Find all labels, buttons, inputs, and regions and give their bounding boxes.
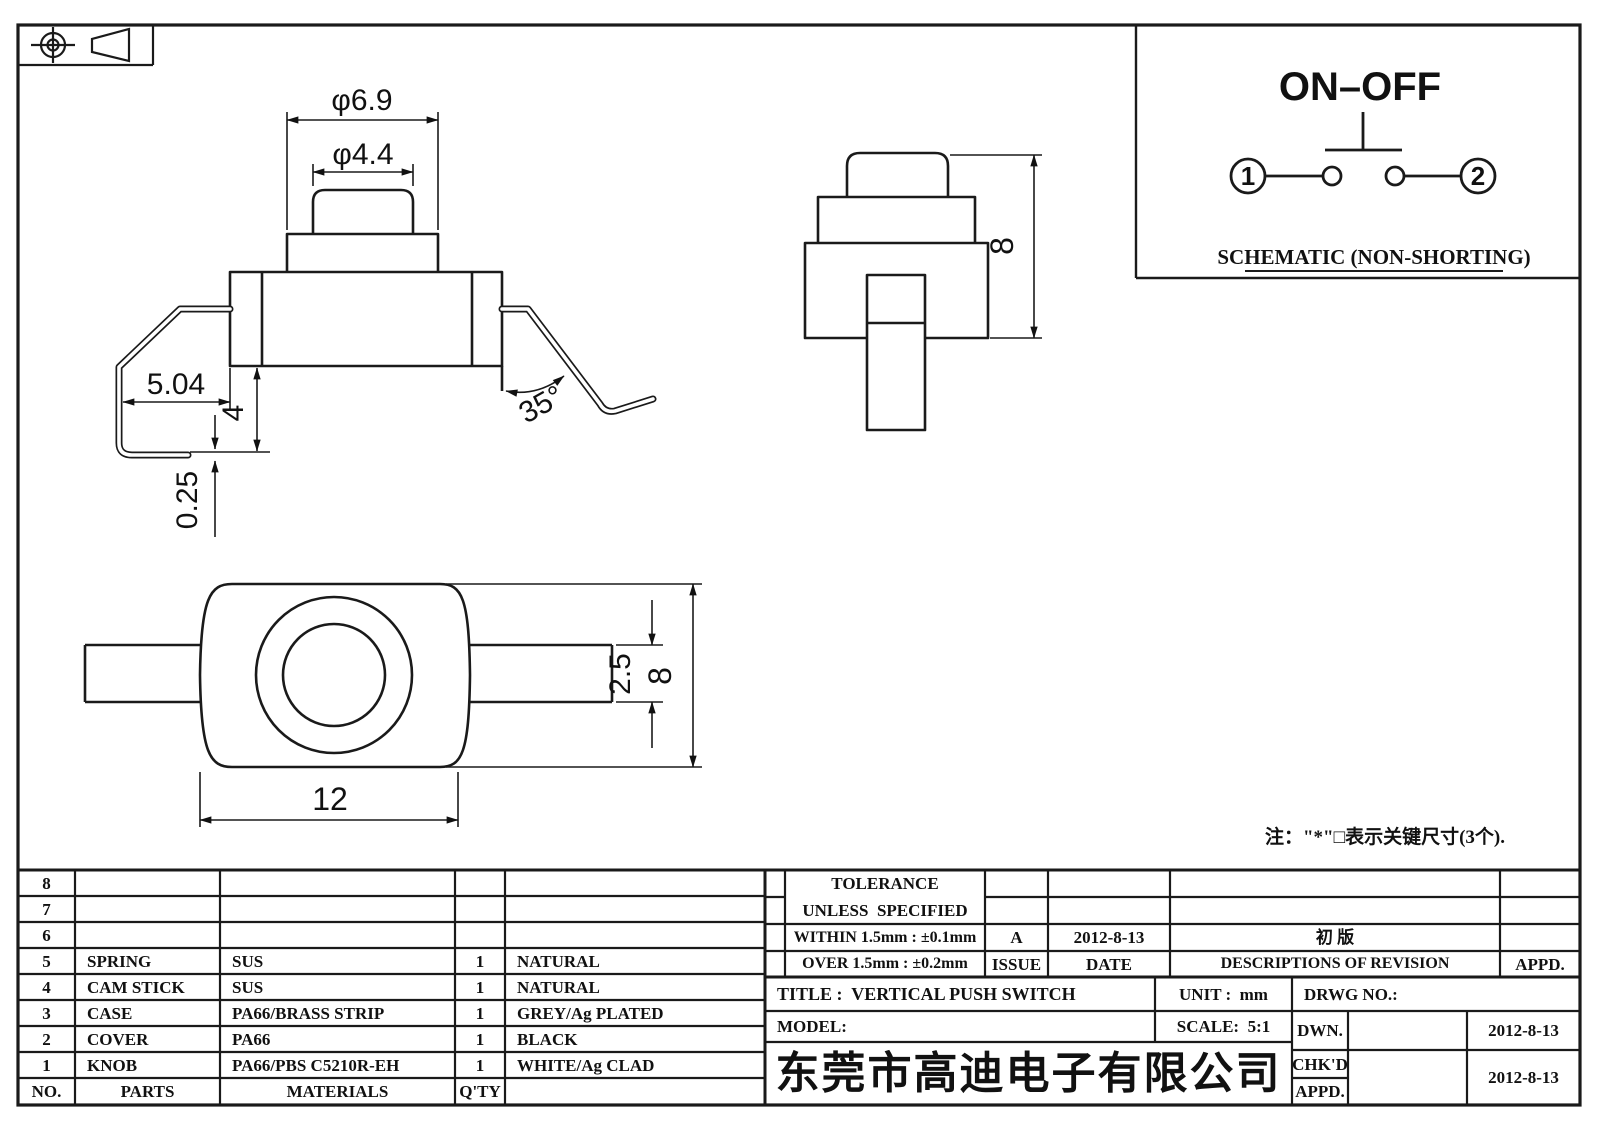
part-name: CASE — [87, 1003, 133, 1023]
dim-leg-width: 2.5 — [604, 653, 637, 695]
part-no: 2 — [42, 1029, 51, 1049]
part-finish: WHITE/Ag CLAD — [517, 1055, 655, 1075]
dim-dia-knob: φ4.4 — [332, 138, 393, 171]
table-grid — [18, 868, 1580, 1105]
front-view: φ6.9 φ4.4 5.04 4 0.25 35° — [115, 84, 657, 537]
dim-side-height: 8 — [984, 237, 1020, 255]
dim-dia-outer: φ6.9 — [331, 84, 392, 117]
model-field: MODEL: — [777, 1017, 847, 1036]
part-finish: NATURAL — [517, 977, 600, 997]
revision-appd-label: APPD. — [1515, 954, 1565, 974]
part-qty: 1 — [475, 977, 485, 997]
revision-issue-label: ISSUE — [991, 954, 1042, 974]
company-name: 东莞市高迪电子有限公司 — [775, 1048, 1282, 1098]
schematic-caption: SCHEMATIC (NON-SHORTING) — [1217, 245, 1530, 269]
part-no: 1 — [42, 1055, 51, 1075]
part-no: 6 — [42, 925, 51, 945]
dim-bottom-height: 8 — [642, 667, 678, 685]
revision-date-label: DATE — [1086, 954, 1132, 974]
revision-desc-label: DESCRIPTIONS OF REVISION — [1220, 955, 1450, 972]
revision-issue-value: A — [1010, 928, 1023, 947]
tolerance-over: OVER 1.5mm : ±0.2mm — [802, 955, 968, 972]
part-no: 3 — [42, 1003, 51, 1023]
drwg-no-field: DRWG NO.: — [1304, 984, 1398, 1004]
part-no: 8 — [42, 873, 51, 893]
part-name: COVER — [87, 1029, 149, 1049]
tolerance-within: WITHIN 1.5mm : ±0.1mm — [793, 928, 977, 946]
tolerance-title: TOLERANCE — [831, 874, 939, 893]
dim-pitch: 5.04 — [147, 368, 205, 401]
terminal-2-label: 2 — [1471, 161, 1485, 191]
sheet-border — [16, 23, 1582, 1107]
chkd-label: CHK'D — [1292, 1054, 1348, 1074]
scale-field: SCALE: 5:1 — [1176, 1017, 1271, 1036]
part-name: KNOB — [87, 1055, 138, 1075]
key-dimension-note: 注："*"□表示关键尺寸(3个). — [1265, 826, 1505, 848]
part-finish: BLACK — [517, 1029, 578, 1049]
chkd-date: 2012-8-13 — [1488, 1068, 1559, 1087]
unit-field: UNIT : mm — [1179, 984, 1268, 1004]
part-qty: 1 — [475, 1003, 485, 1023]
bottom-dimensions — [199, 583, 702, 827]
schematic-title: ON–OFF — [1279, 65, 1441, 109]
bottom-view: 12 2.5 8 — [83, 582, 702, 827]
revision-description-value: 初 版 — [1315, 928, 1355, 947]
parts-header-materials: MATERIALS — [286, 1082, 389, 1101]
part-qty: 1 — [475, 951, 485, 971]
parts-header-parts: PARTS — [120, 1082, 175, 1101]
part-material: PA66/PBS C5210R-EH — [232, 1055, 400, 1075]
part-name: CAM STICK — [87, 977, 185, 997]
projection-symbol-icon — [18, 25, 155, 67]
appd-label: APPD. — [1295, 1082, 1345, 1101]
front-terminals — [115, 305, 657, 459]
part-qty: 1 — [475, 1029, 485, 1049]
dim-thickness: 0.25 — [171, 471, 204, 529]
tolerance-subtitle: UNLESS SPECIFIED — [802, 901, 968, 920]
dim-bottom-width: 12 — [312, 781, 348, 817]
part-qty: 1 — [475, 1055, 485, 1075]
part-material: SUS — [232, 977, 264, 997]
dwn-date: 2012-8-13 — [1488, 1021, 1559, 1040]
part-material: SUS — [232, 951, 264, 971]
part-finish: NATURAL — [517, 951, 600, 971]
part-material: PA66/BRASS STRIP — [232, 1003, 385, 1023]
title-field: TITLE : VERTICAL PUSH SWITCH — [777, 984, 1076, 1004]
part-no: 7 — [42, 899, 51, 919]
terminal-1-label: 1 — [1241, 161, 1255, 191]
part-finish: GREY/Ag PLATED — [517, 1003, 664, 1023]
side-view: 8 — [803, 151, 1042, 432]
part-no: 5 — [42, 951, 51, 971]
dim-angle: 35° — [514, 379, 570, 430]
part-name: SPRING — [87, 951, 152, 971]
part-no: 4 — [42, 977, 51, 997]
dim-leg-height: 4 — [217, 405, 250, 422]
part-material: PA66 — [232, 1029, 271, 1049]
schematic-symbol: ON–OFF 1 2 SCHEMATIC (NON-SHORTING) — [1217, 65, 1531, 272]
dwn-label: DWN. — [1297, 1021, 1343, 1040]
parts-header-no: NO. — [31, 1082, 62, 1101]
front-dimensions — [122, 112, 565, 537]
parts-header-qty: Q'TY — [459, 1082, 501, 1101]
side-dimensions — [950, 154, 1042, 339]
revision-date-value: 2012-8-13 — [1073, 928, 1145, 947]
